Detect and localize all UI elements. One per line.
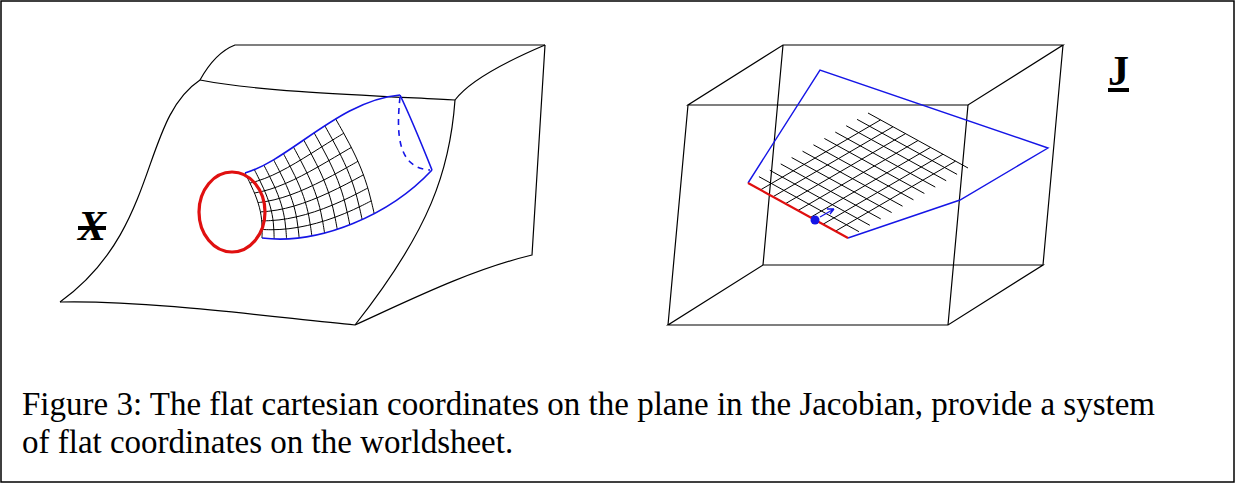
grid-line [811,147,931,217]
box-edge [668,45,1063,325]
plane-boundary [748,183,848,238]
grid-line [773,127,893,197]
grid-line [258,161,358,202]
space-label: J [1108,50,1129,92]
grid-line [283,154,311,236]
grid-line [336,119,375,214]
box-face [668,265,1043,325]
grid-line [786,134,906,204]
grid-line [250,133,344,183]
grid-line [798,141,918,211]
surface-edge [455,45,545,100]
grid-line [255,147,352,193]
grid-line [262,201,371,230]
grid-line [314,133,350,225]
grid-line [264,165,287,239]
surface-edge [200,80,455,100]
hidden-edge [398,97,430,170]
boundary-loop [199,172,265,252]
plane-outline [748,70,1048,238]
grid-line [823,154,943,224]
base-point [811,216,820,225]
grid-line [261,175,364,212]
surface-edge [60,80,200,302]
direction-arrow [820,209,834,217]
surface-edge [60,302,355,325]
space-label: X [78,205,106,247]
grid-line [748,183,848,238]
grid-line [836,161,956,231]
surface-edge [355,100,455,325]
grid-line [262,188,368,221]
grid-line [761,120,881,190]
worldsheet-edge [245,95,400,173]
surface-edge [200,45,545,80]
target-space [60,45,545,325]
jacobian-box [668,45,1063,325]
worldsheet-edge [400,95,432,170]
surface-edge [355,45,545,325]
box-face [688,45,1063,105]
figure-caption: Figure 3: The flat cartesian coordinates… [22,385,1157,461]
grid-line [293,147,324,233]
grid-line [304,140,338,229]
worldsheet-outline [245,95,432,239]
worldsheet-edge [262,170,432,239]
